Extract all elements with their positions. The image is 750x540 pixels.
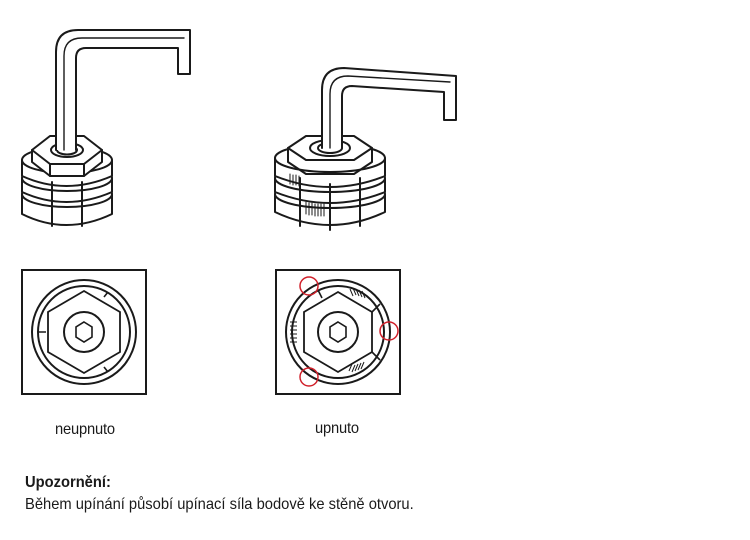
note-title: Upozornění: bbox=[25, 474, 111, 491]
unclamped-label: neupnuto bbox=[55, 421, 115, 438]
spring-coil bbox=[289, 173, 325, 217]
spring-coil-hatching bbox=[290, 287, 366, 373]
contact-point-right bbox=[379, 321, 399, 341]
clamped-3d-illustration bbox=[274, 67, 457, 231]
unclamped-3d-illustration bbox=[21, 29, 191, 227]
contact-point-markers bbox=[299, 276, 399, 387]
note-text: Během upínání působí upínací síla bodově… bbox=[25, 496, 414, 513]
hex-key bbox=[55, 29, 191, 151]
contact-point-top bbox=[299, 276, 319, 296]
hex-key bbox=[321, 67, 457, 149]
clamped-top-view bbox=[275, 269, 401, 395]
contact-point-bottom bbox=[299, 367, 319, 387]
unclamped-top-view bbox=[21, 269, 147, 395]
clamped-label: upnuto bbox=[315, 420, 359, 437]
